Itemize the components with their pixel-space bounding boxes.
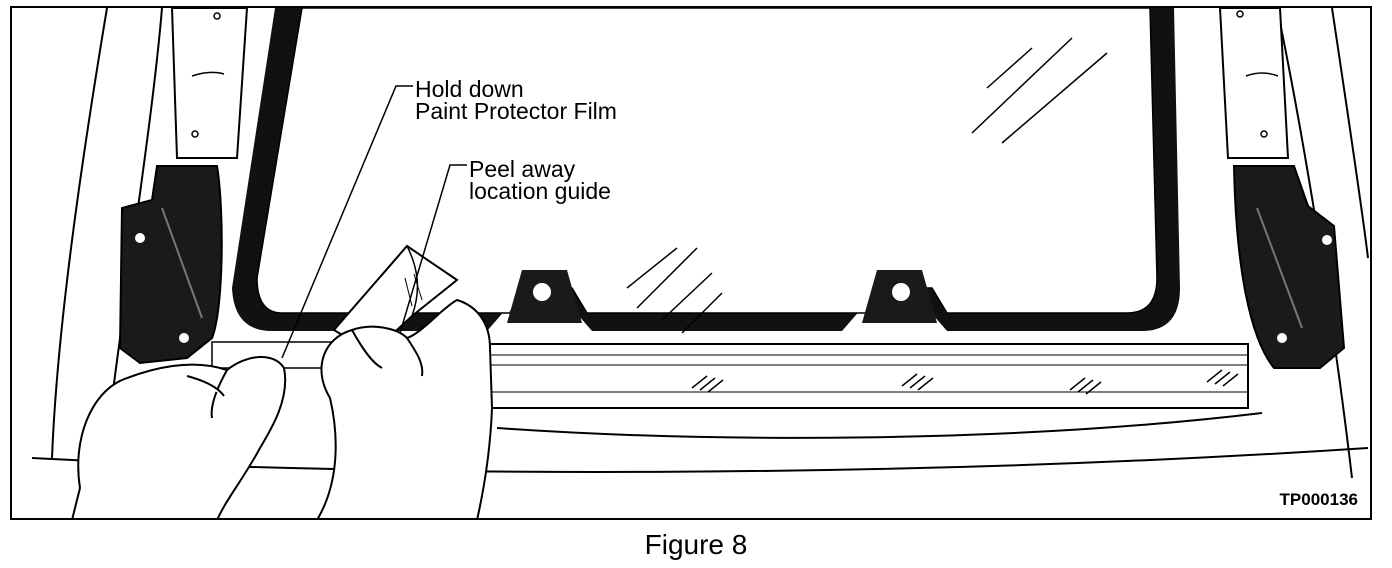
callout-hold-down-line-2: Paint Protector Film xyxy=(415,98,617,124)
right-hinge xyxy=(1232,165,1346,369)
callout-peel-away-line-1: Peel away xyxy=(469,156,576,182)
left-hand xyxy=(71,355,287,518)
figure-caption: Figure 8 xyxy=(644,529,748,560)
reference-code: TP000136 xyxy=(1279,490,1358,509)
left-roof-rail xyxy=(170,8,249,159)
callout-peel-away-line-2: location guide xyxy=(469,178,611,204)
rear-window xyxy=(232,8,1180,331)
callout-hold-down-line-1: Hold down xyxy=(415,76,524,102)
leader-lines xyxy=(281,85,467,359)
glass-reflection xyxy=(626,37,1108,334)
line-drawing xyxy=(31,8,1369,518)
right-roof-rail xyxy=(1218,8,1290,159)
left-hinge xyxy=(118,165,223,365)
illustration-frame: Hold down Paint Protector Film Peel away… xyxy=(10,6,1372,520)
callout-hold-down-film: Hold down Paint Protector Film xyxy=(415,76,617,124)
callout-peel-away-guide: Peel away location guide xyxy=(469,156,611,204)
right-hand xyxy=(316,298,494,518)
